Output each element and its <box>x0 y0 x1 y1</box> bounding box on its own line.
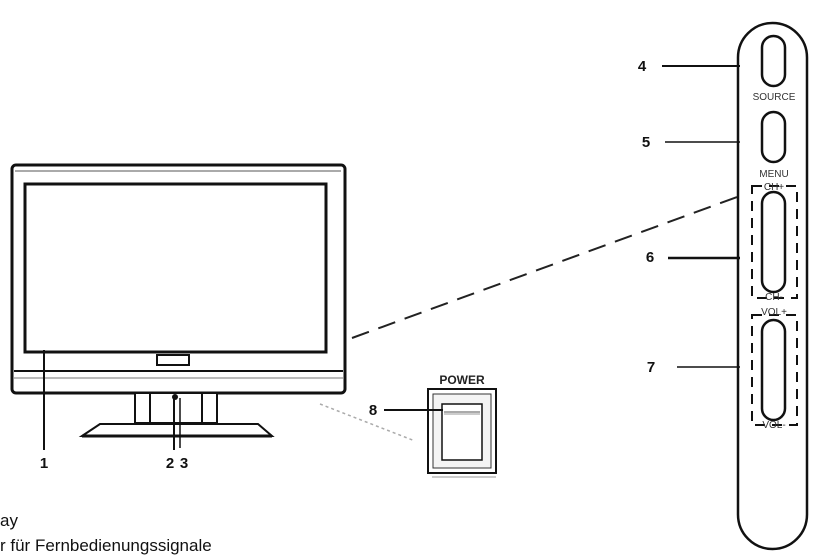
power-connector-line <box>319 403 416 442</box>
callout-1: 1 <box>40 455 48 472</box>
tv-stand-base <box>78 423 275 437</box>
legend-line-1: ay <box>0 511 18 530</box>
callout-3: 3 <box>180 455 188 472</box>
power-rocker <box>441 403 483 461</box>
source-button <box>760 34 787 88</box>
label-menu: MENU <box>759 169 788 180</box>
label-source: SOURCE <box>753 92 796 103</box>
callout-5: 5 <box>642 134 650 151</box>
callout-6: 6 <box>646 249 654 266</box>
callout-4: 4 <box>638 58 647 75</box>
callout-8: 8 <box>369 402 377 419</box>
legend-line-2: r für Fernbedienungssignale <box>0 536 212 555</box>
callout-2: 2 <box>166 455 174 472</box>
tv-logo-badge <box>156 354 190 366</box>
tv-set <box>10 163 347 438</box>
label-ch-minus: CH- <box>765 292 783 303</box>
callout-7: 7 <box>647 359 655 376</box>
label-vol-minus: VOL- <box>762 420 785 431</box>
menu-button <box>760 110 787 164</box>
channel-rocker <box>760 190 787 294</box>
zoom-connector-line <box>351 196 738 339</box>
tv-screen <box>23 182 328 354</box>
volume-rocker <box>760 318 787 422</box>
power-switch-detail <box>427 388 497 478</box>
side-control-panel <box>736 21 809 551</box>
label-vol-plus: VOL+ <box>761 307 787 318</box>
label-power: POWER <box>439 373 485 387</box>
label-ch-plus: CH+ <box>764 182 784 193</box>
